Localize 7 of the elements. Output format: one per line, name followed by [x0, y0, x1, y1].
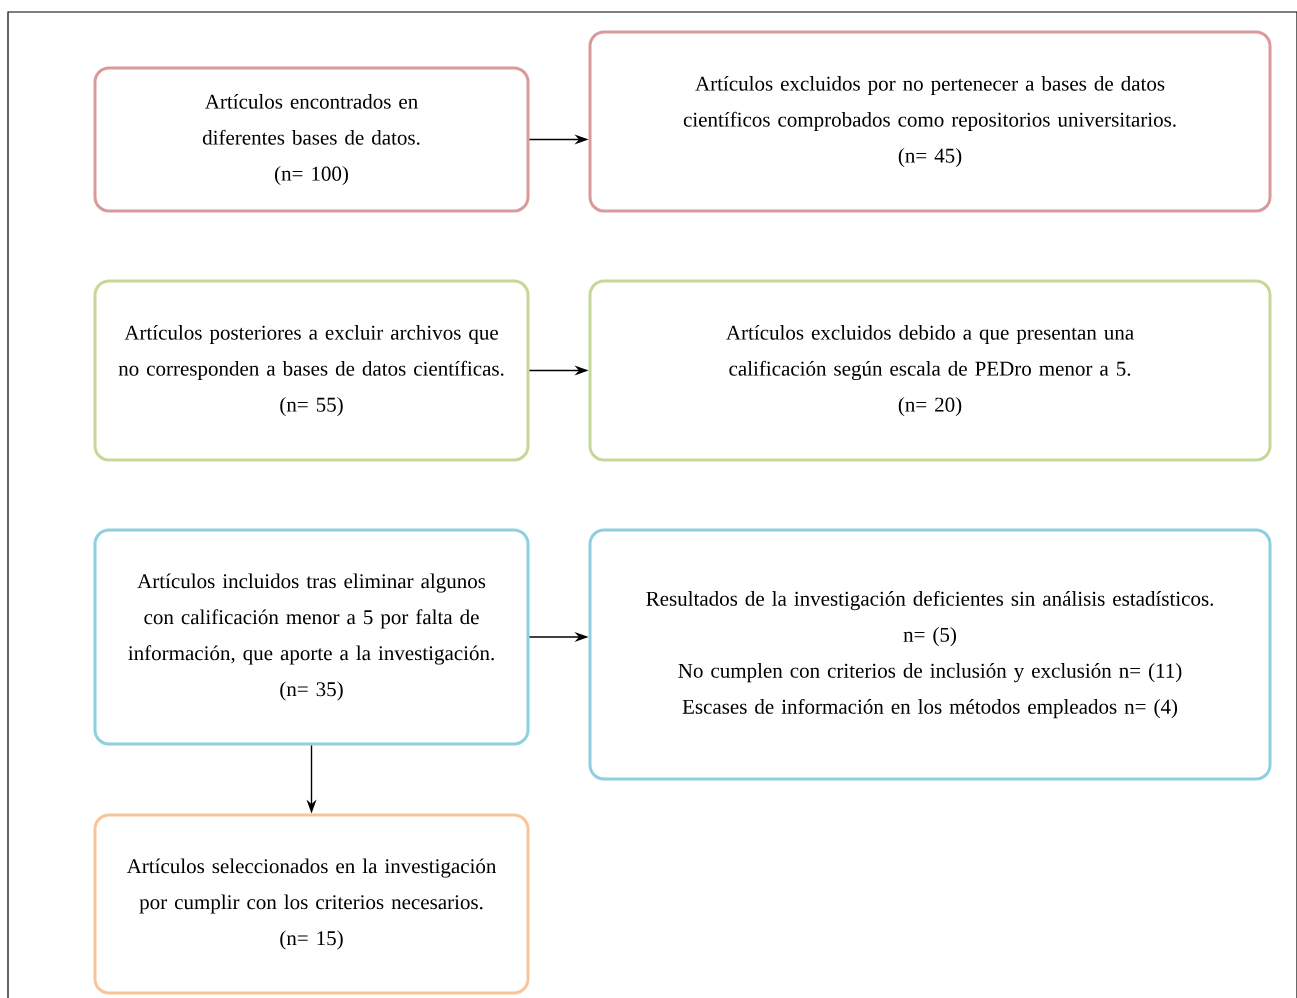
process-box: Artículos incluidos tras eliminar algunos con calificación menor a 5 por falta de información, que aporte a la investigación. (n= 35) — [93, 528, 530, 746]
process-box: Artículos posteriores a excluir archivos que no corresponden a bases de datos científicas. (n= 55) — [93, 279, 530, 462]
process-box: Resultados de la investigación deficientes sin análisis estadísticos. n= (5) No cumplen con criterios de inclusión y exclusión n= (11) Escases de información en los métodos empleados n= (4) — [588, 528, 1272, 781]
process-box: Artículos excluidos debido a que presentan una calificación según escala de PEDro menor a 5. (n= 20) — [588, 279, 1272, 462]
process-box: Artículos encontrados en diferentes bases de datos. (n= 100) — [93, 66, 530, 213]
process-box: Artículos seleccionados en la investigación por cumplir con los criterios necesarios. (n= 15) — [93, 813, 530, 995]
process-box: Artículos excluidos por no pertenecer a bases de datos científicos comprobados como repositorios universitarios. (n= 45) — [588, 30, 1272, 213]
